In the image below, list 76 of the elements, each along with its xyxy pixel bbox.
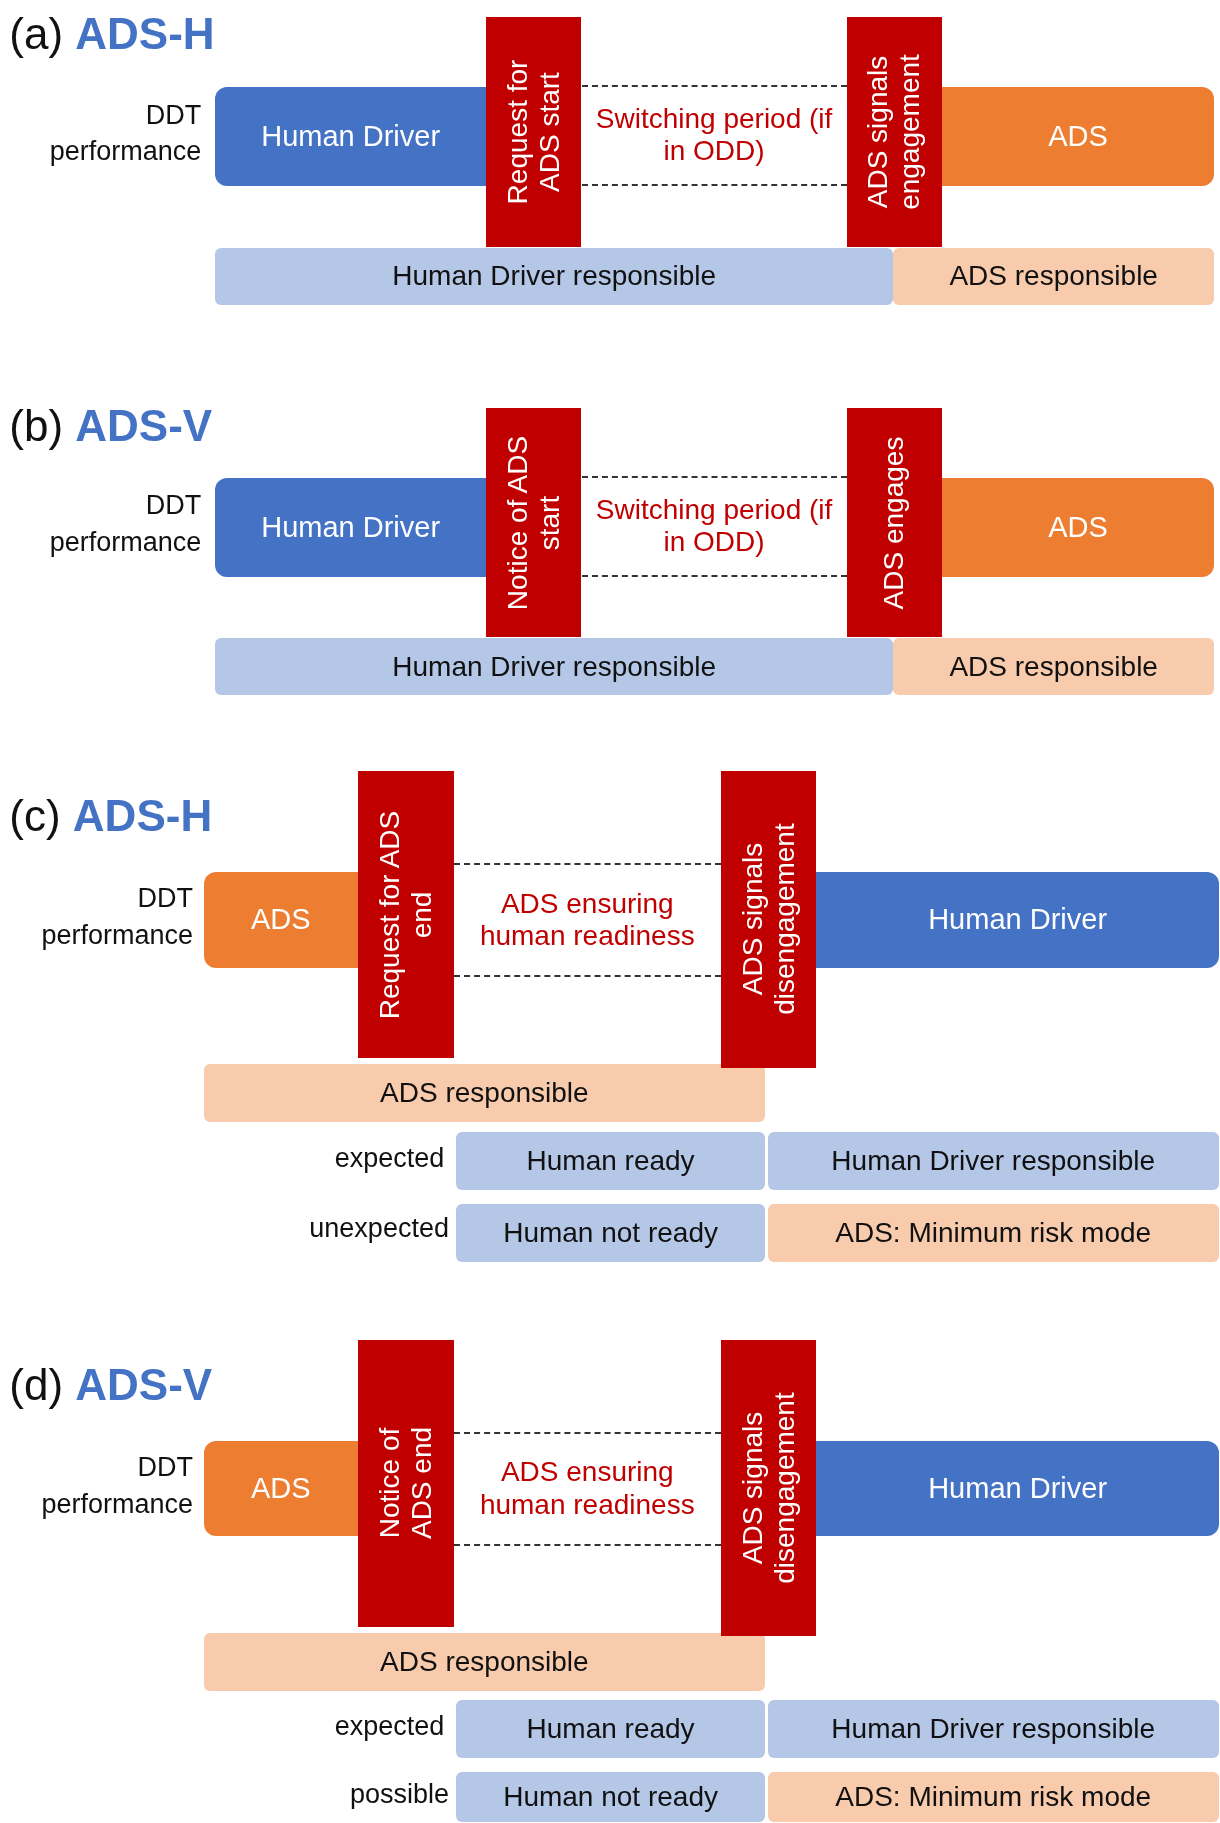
bar-label: Human not ready	[503, 1216, 718, 1249]
bar-label: Human ready	[526, 1144, 695, 1177]
case-label: expected	[334, 1710, 445, 1744]
bar-label: Switching period (if in ODD)	[594, 494, 834, 559]
bar-label: ADS ensuring human readiness	[478, 887, 696, 953]
bar-label: ADS	[1048, 119, 1108, 154]
bar-label: Human Driver	[261, 119, 441, 154]
bar-label: ADS	[251, 903, 311, 937]
bar-label: Notice of ADS end	[373, 1426, 438, 1542]
event-bar	[721, 771, 817, 1068]
bar-label: Notice of ADS start	[501, 434, 566, 612]
bar-label: ADS ensuring human readiness	[478, 1456, 696, 1521]
bar-label: Request for ADS start	[501, 58, 566, 207]
bar-label: Request for ADS end	[373, 809, 438, 1021]
bar-label: Human Driver responsible	[831, 1144, 1156, 1177]
case-label: unexpected	[309, 1211, 449, 1245]
panel-heading: (a) ADS-H	[9, 9, 215, 60]
event-bar	[358, 771, 454, 1059]
bar	[203, 1064, 766, 1123]
bar-label: Human Driver responsible	[831, 1713, 1156, 1746]
row-label: DDT performance	[40, 1451, 194, 1521]
bar-label: Human Driver responsible	[392, 260, 716, 293]
bar-label: ADS	[1048, 510, 1108, 545]
bar	[215, 638, 894, 696]
bar	[215, 87, 487, 187]
bar	[942, 87, 1215, 187]
bar-label: ADS: Minimum risk mode	[835, 1781, 1152, 1814]
event-bar	[721, 1339, 817, 1637]
bar-label: Human Driver	[928, 903, 1108, 937]
bar	[942, 478, 1215, 577]
bar	[203, 1440, 359, 1537]
bar-label: Human Driver	[261, 510, 441, 545]
bar	[455, 1131, 766, 1190]
event-bar	[846, 17, 943, 247]
bar-label: ADS responsible	[949, 260, 1158, 293]
bar-label: Human ready	[526, 1713, 695, 1746]
panel-heading: (b) ADS-V	[9, 401, 213, 452]
panel-heading: (c) ADS-H	[9, 790, 213, 841]
bar-label: Human not ready	[503, 1781, 718, 1814]
bar-label: Human Driver	[928, 1471, 1108, 1506]
bar	[455, 1203, 766, 1262]
bar	[893, 638, 1215, 696]
bar-label: Human Driver responsible	[392, 650, 716, 684]
bar	[767, 1203, 1219, 1262]
bar-label: ADS responsible	[380, 1645, 589, 1678]
bar	[816, 872, 1219, 968]
case-label: possible	[349, 1777, 449, 1811]
bar	[203, 872, 359, 968]
bar-label: ADS responsible	[949, 650, 1158, 684]
panel-heading: (d) ADS-V	[9, 1359, 213, 1410]
bar-label: ADS signals disengagement	[736, 822, 801, 1018]
bar	[767, 1700, 1219, 1759]
bar-label: ADS signals engagement	[862, 53, 927, 212]
row-label: DDT performance	[48, 98, 202, 168]
event-bar	[358, 1339, 454, 1628]
bar	[455, 1772, 766, 1823]
bar	[767, 1772, 1219, 1823]
row-label: DDT performance	[40, 882, 194, 952]
bar	[215, 247, 894, 305]
event-bar	[846, 408, 943, 638]
bar	[215, 478, 487, 577]
bar	[203, 1632, 766, 1691]
bar	[455, 1700, 766, 1759]
bar	[893, 247, 1215, 305]
case-label: expected	[334, 1141, 445, 1175]
bar-label: ADS engages	[878, 435, 911, 612]
bar-label: ADS	[251, 1471, 311, 1506]
bar	[767, 1131, 1219, 1190]
event-bar	[486, 17, 582, 247]
bar	[816, 1440, 1219, 1537]
bar-label: Switching period (if in ODD)	[594, 103, 834, 168]
row-label: DDT performance	[48, 489, 202, 559]
bar-label: ADS: Minimum risk mode	[835, 1216, 1152, 1249]
bar-label: ADS signals disengagement	[736, 1391, 801, 1586]
event-bar	[486, 408, 582, 638]
bar-label: ADS responsible	[380, 1077, 589, 1110]
